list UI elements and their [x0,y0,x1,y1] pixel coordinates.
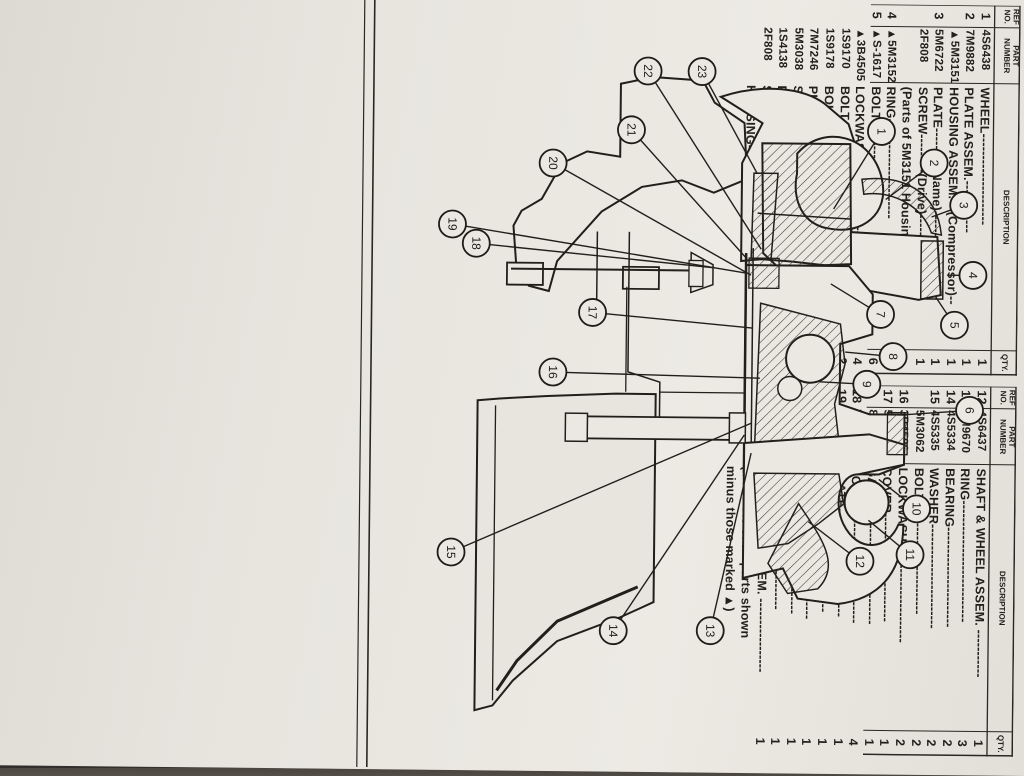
page-margin-rules [0,0,1024,774]
